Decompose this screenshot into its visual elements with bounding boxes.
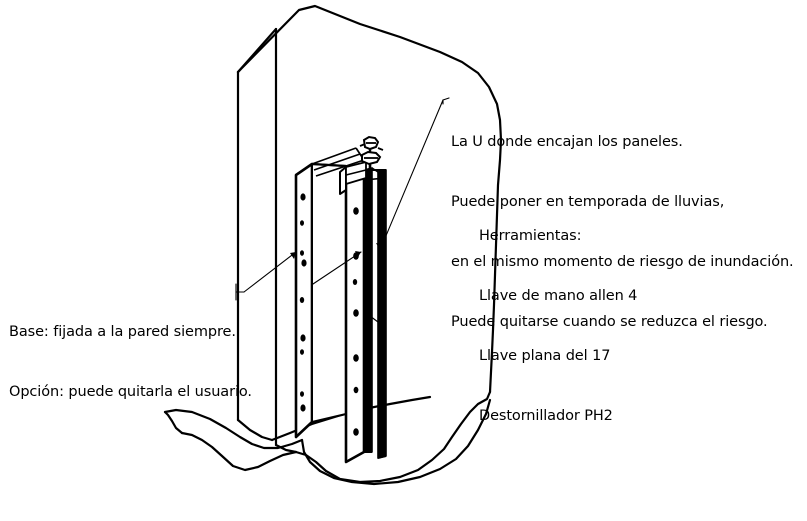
- leader-right-stem: [379, 99, 444, 251]
- u-profile-callout-line-2: Puede poner en temporada de lluvias,: [451, 194, 725, 210]
- u-profile-callout: La U donde encajan los paneles. Puede po…: [451, 92, 794, 372]
- base-callout-line-1: Base: fijada a la pared siempre.: [9, 324, 236, 340]
- base-plate-holes: [299, 193, 307, 412]
- base-callout-line-2: Opción: puede quitarla el usuario.: [9, 384, 252, 400]
- leader-left-stem: [243, 251, 297, 293]
- u-profile-holes: [352, 207, 359, 436]
- leader-lines: [235, 97, 450, 323]
- hex-bolt-assembly: [359, 135, 384, 180]
- ground-outline: [163, 398, 492, 486]
- tools-list-item-1: Llave de mano allen 4: [479, 288, 638, 304]
- tools-list-heading: Herramientas:: [479, 228, 582, 244]
- leader-small-stub: [365, 312, 379, 323]
- base-callout: Base: fijada a la pared siempre. Opción:…: [9, 282, 252, 442]
- tools-list: Herramientas: Llave de mano allen 4 Llav…: [479, 186, 637, 466]
- u-profile-callout-line-1: La U donde encajan los paneles.: [451, 134, 683, 150]
- u-profile-callout-line-3: en el mismo momento de riesgo de inundac…: [451, 254, 794, 270]
- wall-outline: [163, 4, 503, 484]
- leader-right-hook: [442, 97, 450, 105]
- wall-fixed-base-plate: [294, 147, 365, 439]
- leader-mid-stem: [312, 251, 362, 285]
- tools-list-item-3: Destornillador PH2: [479, 408, 613, 424]
- tools-list-item-2: Llave plana del 17: [479, 348, 611, 364]
- panel-u-profile-post: [339, 161, 387, 464]
- u-profile-callout-line-4: Puede quitarse cuando se reduzca el ries…: [451, 314, 768, 330]
